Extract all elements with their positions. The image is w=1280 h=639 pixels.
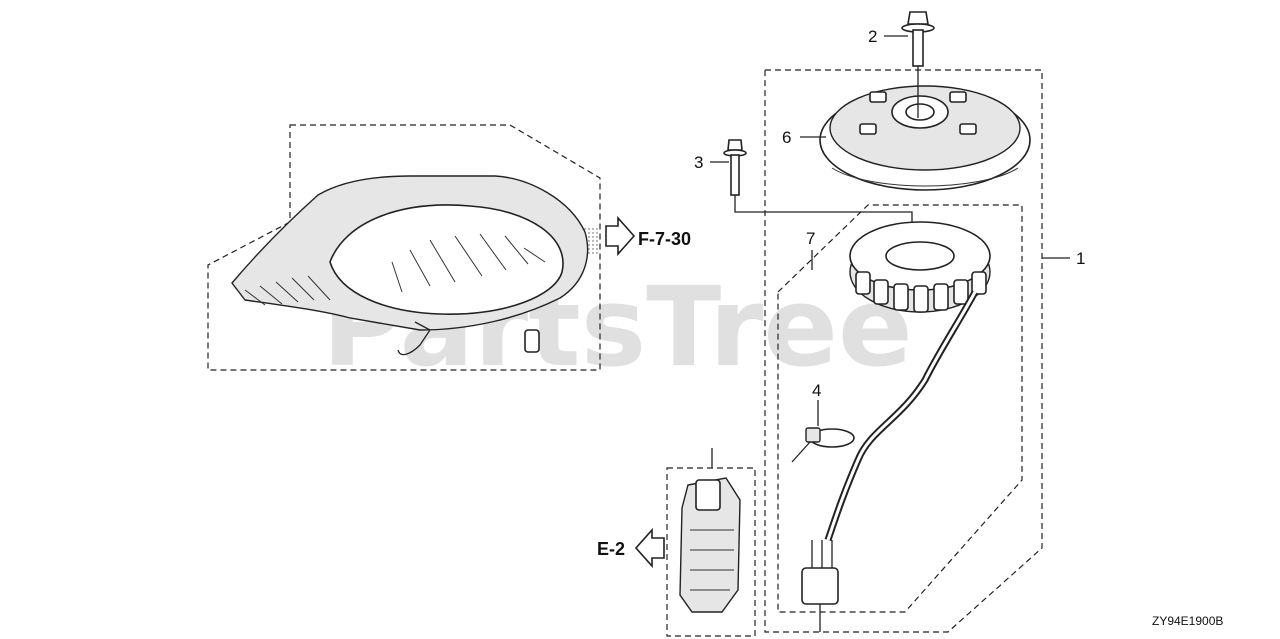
rotor-lower-edge	[831, 167, 1019, 187]
bolt-2-shank	[912, 29, 924, 67]
callout-3[interactable]: 3	[694, 153, 703, 172]
reference-arrow-left[interactable]: E-2	[597, 527, 665, 569]
callout-1[interactable]: 1	[1076, 249, 1085, 268]
callout-2[interactable]: 2	[868, 27, 877, 46]
reference-e-2[interactable]: E-2	[597, 539, 625, 559]
stator-bore	[885, 241, 955, 271]
reference-arrow-right[interactable]: F-7-30	[605, 215, 691, 257]
regulator-fins	[690, 529, 734, 591]
bolt-3-head	[727, 139, 743, 151]
fan-cover-wire-clip	[397, 321, 431, 356]
rotor-slot	[869, 91, 887, 103]
fan-cover-dome	[329, 204, 564, 315]
fan-cover-ribs	[244, 275, 331, 306]
regulator-unit[interactable]	[679, 477, 741, 613]
fan-cover-group[interactable]	[207, 124, 601, 371]
cable-tie-head	[805, 427, 821, 443]
rotor-hub-bore	[905, 103, 935, 121]
callout-7[interactable]: 7	[806, 229, 815, 248]
regulator-group[interactable]	[666, 448, 756, 637]
bolt-3-leader	[734, 195, 913, 228]
bolt-part-2[interactable]	[901, 11, 935, 118]
fan-cover-grille	[391, 233, 546, 293]
stator-connector	[801, 567, 839, 605]
stator-part-7[interactable]	[801, 221, 991, 632]
stator-wire-core	[826, 291, 977, 541]
stator-7-outline	[777, 204, 1023, 613]
regulator-dashed-outline	[666, 467, 756, 637]
stator-connector-wires	[811, 540, 833, 568]
bolt-part-3[interactable]	[723, 139, 913, 228]
callout-4[interactable]: 4	[812, 381, 821, 400]
rotor-slot	[959, 123, 977, 135]
callout-6[interactable]: 6	[782, 128, 791, 147]
regulator-connector	[695, 479, 721, 511]
bolt-2-head	[907, 11, 929, 25]
bolt-3-shank	[730, 154, 740, 196]
stator-windings	[855, 271, 987, 313]
cable-tie-part-4[interactable]	[791, 400, 855, 463]
diagram-code: ZY94E1900B	[1152, 614, 1223, 628]
arrow-right-icon	[605, 215, 636, 257]
rotor-part-6[interactable]	[819, 85, 1031, 191]
fan-cover-dashed-outline	[207, 124, 601, 371]
fan-cover-grommet	[524, 329, 540, 353]
reference-f-7-30[interactable]: F-7-30	[638, 229, 691, 249]
rotor-slot	[859, 123, 877, 135]
cable-tie-tail	[791, 441, 811, 463]
assembly-1-outline	[764, 69, 1043, 633]
arrow-left-icon	[634, 527, 665, 569]
rotor-slot	[949, 91, 967, 103]
